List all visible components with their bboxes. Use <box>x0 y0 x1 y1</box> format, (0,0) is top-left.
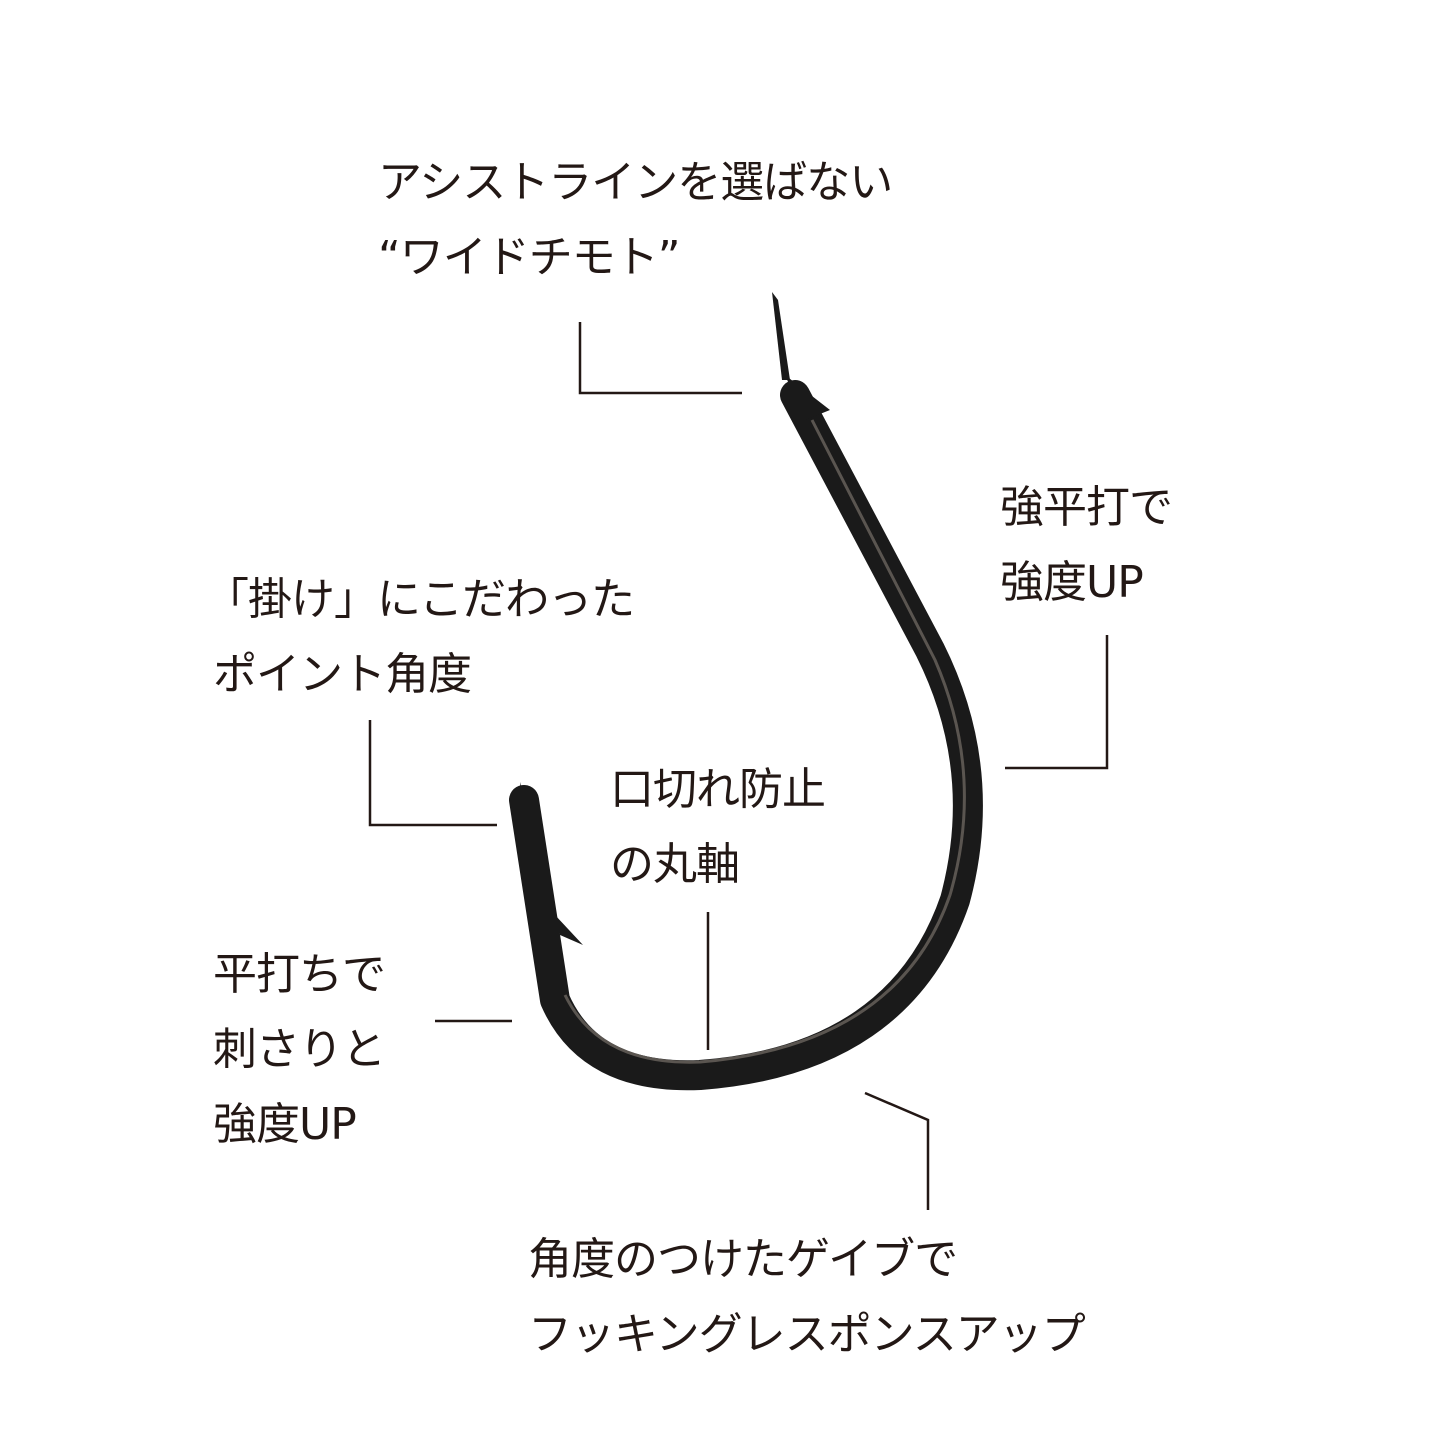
annotation-line: 強度UP <box>1000 557 1144 608</box>
annotation-line: 角度のつけたゲイブで <box>528 1234 958 1285</box>
fishing-hook-illustration <box>509 292 983 1091</box>
annotation-line: “ワイドチモト” <box>378 232 681 283</box>
annotation-bend: 口切れ防止 の丸軸 <box>610 752 826 902</box>
annotation-eye: アシストラインを選ばない “ワイドチモト” <box>378 145 893 295</box>
annotation-line: アシストラインを選ばない <box>378 157 893 208</box>
annotation-line: 平打ちで <box>213 949 386 1000</box>
annotation-line: ポイント角度 <box>213 649 472 700</box>
leader-line-point <box>368 720 497 827</box>
hook-barb <box>555 915 583 945</box>
hook-eye-tip <box>772 292 790 380</box>
leader-line-eye <box>578 322 742 395</box>
hook-body <box>509 380 983 1091</box>
hook-eye-flare <box>785 375 830 420</box>
annotation-line: の丸軸 <box>610 839 740 890</box>
leader-line-shank <box>1005 635 1109 770</box>
annotation-gape: 角度のつけたゲイブで フッキングレスポンスアップ <box>528 1222 1086 1372</box>
leader-line-gape <box>864 1091 930 1210</box>
annotation-line: 口切れ防止 <box>610 764 826 815</box>
annotation-line: 刺さりと <box>213 1024 386 1075</box>
hook-point <box>520 782 535 860</box>
annotation-line: フッキングレスポンスアップ <box>528 1309 1086 1360</box>
annotation-line: 「掛け」にこだわった <box>205 574 635 625</box>
annotation-line: 強度UP <box>213 1099 357 1150</box>
hook-body-highlight <box>563 419 966 1064</box>
annotation-shank: 強平打で 強度UP <box>1000 470 1173 620</box>
annotation-point: 「掛け」にこだわった ポイント角度 <box>205 562 635 712</box>
annotation-flat: 平打ちで 刺さりと 強度UP <box>213 937 386 1162</box>
annotation-line: 強平打で <box>1000 482 1173 533</box>
